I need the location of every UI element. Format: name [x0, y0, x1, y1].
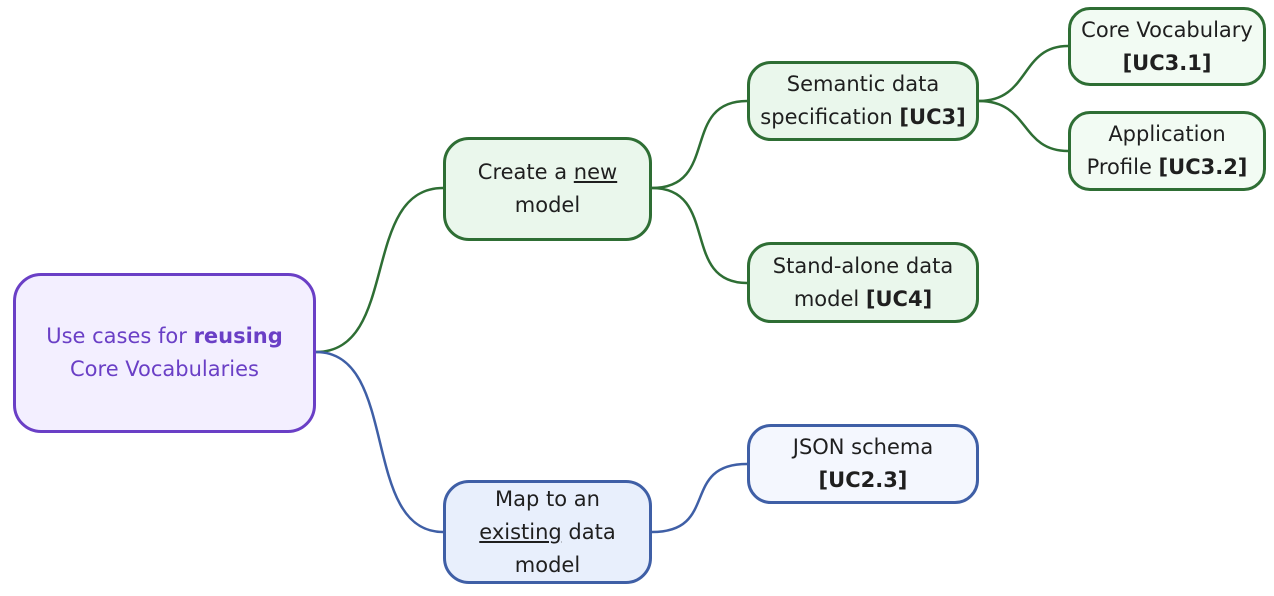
create-label-pre: Create a: [477, 160, 574, 184]
semantic-code: [UC3]: [899, 105, 966, 129]
standalone-model-node[interactable]: Stand-alone data model [UC4]: [747, 242, 979, 323]
edge-root-map: [315, 350, 444, 534]
root-node[interactable]: Use cases for reusing Core Vocabularies: [13, 273, 316, 433]
semantic-label-line2: specification: [760, 105, 900, 129]
create-label-underlined: new: [573, 160, 618, 184]
map-label-line3: model: [514, 552, 581, 577]
standalone-label-line2: model: [793, 286, 866, 311]
app-label-line1: Application: [1108, 122, 1226, 146]
core-vocabulary-node[interactable]: Core Vocabulary [UC3.1]: [1068, 7, 1266, 86]
map-label-line1: Map to an: [495, 486, 600, 511]
json-schema-node[interactable]: JSON schema [UC2.3]: [747, 424, 979, 504]
edge-root-create: [315, 186, 444, 354]
core-code: [UC3.1]: [1122, 50, 1212, 75]
json-label-line1: JSON schema: [792, 435, 934, 459]
semantic-label-line1: Semantic data: [786, 72, 940, 96]
create-new-model-node[interactable]: Create a new model: [443, 137, 652, 241]
core-label-line1: Core Vocabulary: [1081, 17, 1253, 42]
root-label-bold: reusing: [193, 324, 283, 348]
edge-semantic-core: [978, 44, 1069, 103]
root-label-pre: Use cases for: [46, 324, 194, 348]
standalone-code: [UC4]: [865, 286, 933, 311]
standalone-label-line1: Stand-alone data: [772, 253, 954, 278]
edge-map-json: [651, 462, 748, 534]
map-label-post: data: [561, 519, 616, 544]
app-label-line2: Profile: [1086, 155, 1159, 179]
root-label-line2: Core Vocabularies: [70, 357, 259, 381]
app-code: [UC3.2]: [1158, 155, 1248, 179]
json-code: [UC2.3]: [818, 468, 908, 492]
create-label-post: model: [514, 193, 581, 217]
map-existing-model-node[interactable]: Map to an existing data model: [443, 480, 652, 584]
semantic-spec-node[interactable]: Semantic data specification [UC3]: [747, 61, 979, 141]
edge-create-standalone: [651, 186, 748, 285]
application-profile-node[interactable]: Application Profile [UC3.2]: [1068, 111, 1266, 191]
map-label-underlined: existing: [479, 519, 562, 544]
edge-create-semantic: [651, 99, 748, 190]
edge-semantic-app: [978, 99, 1069, 153]
